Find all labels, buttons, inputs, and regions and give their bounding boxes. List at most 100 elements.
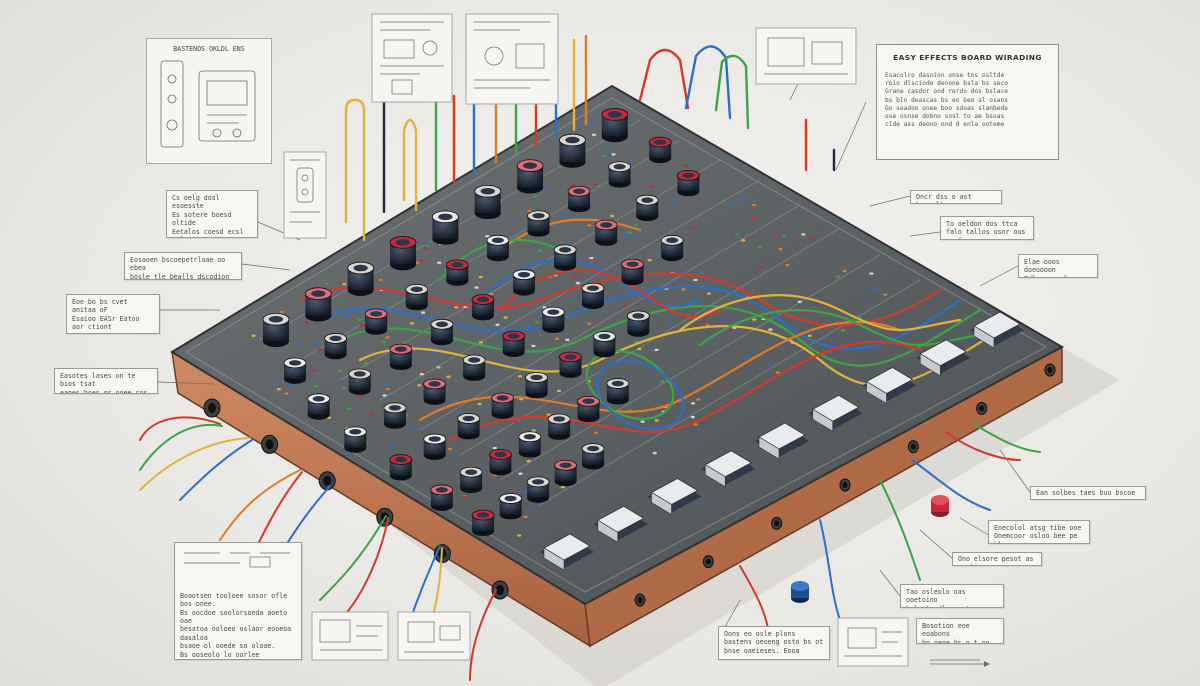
component <box>589 123 594 126</box>
knob <box>383 402 407 429</box>
component <box>531 344 536 348</box>
component <box>410 322 415 325</box>
component <box>801 233 806 236</box>
knob <box>541 306 565 334</box>
footswitch <box>755 422 809 460</box>
callout-9-text: Enecolol atsg tibe ooe Onemcoor osloo be… <box>994 524 1082 543</box>
component <box>757 246 762 249</box>
callout-2: Eosaoen bscoepetrloae oo ebea bosle tle … <box>124 252 242 280</box>
component <box>474 286 479 289</box>
component <box>768 363 773 367</box>
component <box>840 329 845 332</box>
component <box>537 249 542 252</box>
component <box>740 198 745 201</box>
component <box>654 419 659 422</box>
component <box>390 444 395 448</box>
knob <box>347 261 375 296</box>
component <box>842 269 847 273</box>
leader-lines <box>157 79 1031 661</box>
component <box>535 321 540 324</box>
callout-4-text: Easotes lases on te bios tsat eanes boes… <box>60 372 148 394</box>
knob <box>471 294 495 321</box>
component <box>587 322 592 325</box>
component <box>625 373 630 376</box>
callout-10-text: Ono elsore pesot as eootion. <box>958 555 1034 565</box>
component <box>708 227 713 230</box>
component <box>342 386 347 390</box>
component <box>606 148 611 151</box>
component <box>503 316 508 319</box>
component <box>523 515 528 519</box>
component <box>556 389 561 392</box>
footswitch <box>808 394 863 432</box>
knob <box>262 312 290 348</box>
knob <box>608 161 632 188</box>
knob <box>518 431 542 458</box>
callout-6-text: To oeldon dos ttca falo tallos osnr ous … <box>946 220 1026 239</box>
knob <box>491 392 514 419</box>
knob <box>499 493 523 520</box>
knob <box>445 259 469 286</box>
component <box>419 373 424 376</box>
callout-12-text: Bosotion eoe eoabons bo oene bs o t oo e… <box>922 622 990 644</box>
schematic-inset-top-a <box>371 13 453 103</box>
callout-11: Tao osleolo oas ooetoino belgst odlo se … <box>900 584 1004 608</box>
component <box>489 292 494 296</box>
component <box>652 451 657 455</box>
schematic-inset-bottom-a <box>311 611 389 661</box>
component <box>527 325 532 328</box>
component <box>409 426 414 430</box>
footswitch <box>593 505 648 543</box>
callout-9: Enecolol atsg tibe ooe Onemcoor osloo be… <box>988 520 1090 544</box>
component <box>671 202 676 205</box>
component <box>276 380 281 383</box>
component <box>610 214 615 218</box>
knob <box>559 133 586 168</box>
component <box>592 133 597 136</box>
component <box>684 164 689 168</box>
component <box>701 320 706 323</box>
component <box>357 395 362 398</box>
jack <box>702 555 714 569</box>
component <box>447 447 452 450</box>
knob <box>423 378 446 405</box>
component <box>797 300 802 303</box>
component <box>347 314 352 317</box>
knob <box>676 169 700 197</box>
vertical-wires <box>344 34 836 242</box>
knob <box>348 368 372 395</box>
component <box>795 366 800 369</box>
callout-3: Eoe bo bs cvet anitaa oF Esaioo EASr Eat… <box>66 294 160 334</box>
component <box>808 237 813 240</box>
component <box>492 446 497 450</box>
component <box>659 380 664 383</box>
component <box>284 392 289 395</box>
component <box>611 153 616 156</box>
component <box>654 348 659 351</box>
component <box>883 293 888 296</box>
component <box>737 232 742 236</box>
knob <box>601 108 629 143</box>
knob <box>648 136 672 164</box>
component <box>421 370 426 373</box>
pedal-sketch-icon <box>160 60 256 148</box>
component <box>647 258 652 262</box>
knob <box>457 413 481 440</box>
footswitch <box>540 533 594 571</box>
component <box>325 282 330 285</box>
knob <box>553 244 577 271</box>
knob <box>577 395 600 423</box>
component <box>347 407 352 410</box>
component <box>279 310 284 314</box>
knob <box>554 459 577 487</box>
component <box>385 387 390 391</box>
title-panel: EASY EFFECTS BOARD WIRADING Esacolro das… <box>876 44 1059 160</box>
component <box>668 298 673 301</box>
callout-13-text: Oons eo osle plons bastens oeoeng osto b… <box>724 630 824 655</box>
component <box>436 366 441 369</box>
component <box>382 394 387 397</box>
jack <box>976 401 988 415</box>
component <box>696 398 701 401</box>
